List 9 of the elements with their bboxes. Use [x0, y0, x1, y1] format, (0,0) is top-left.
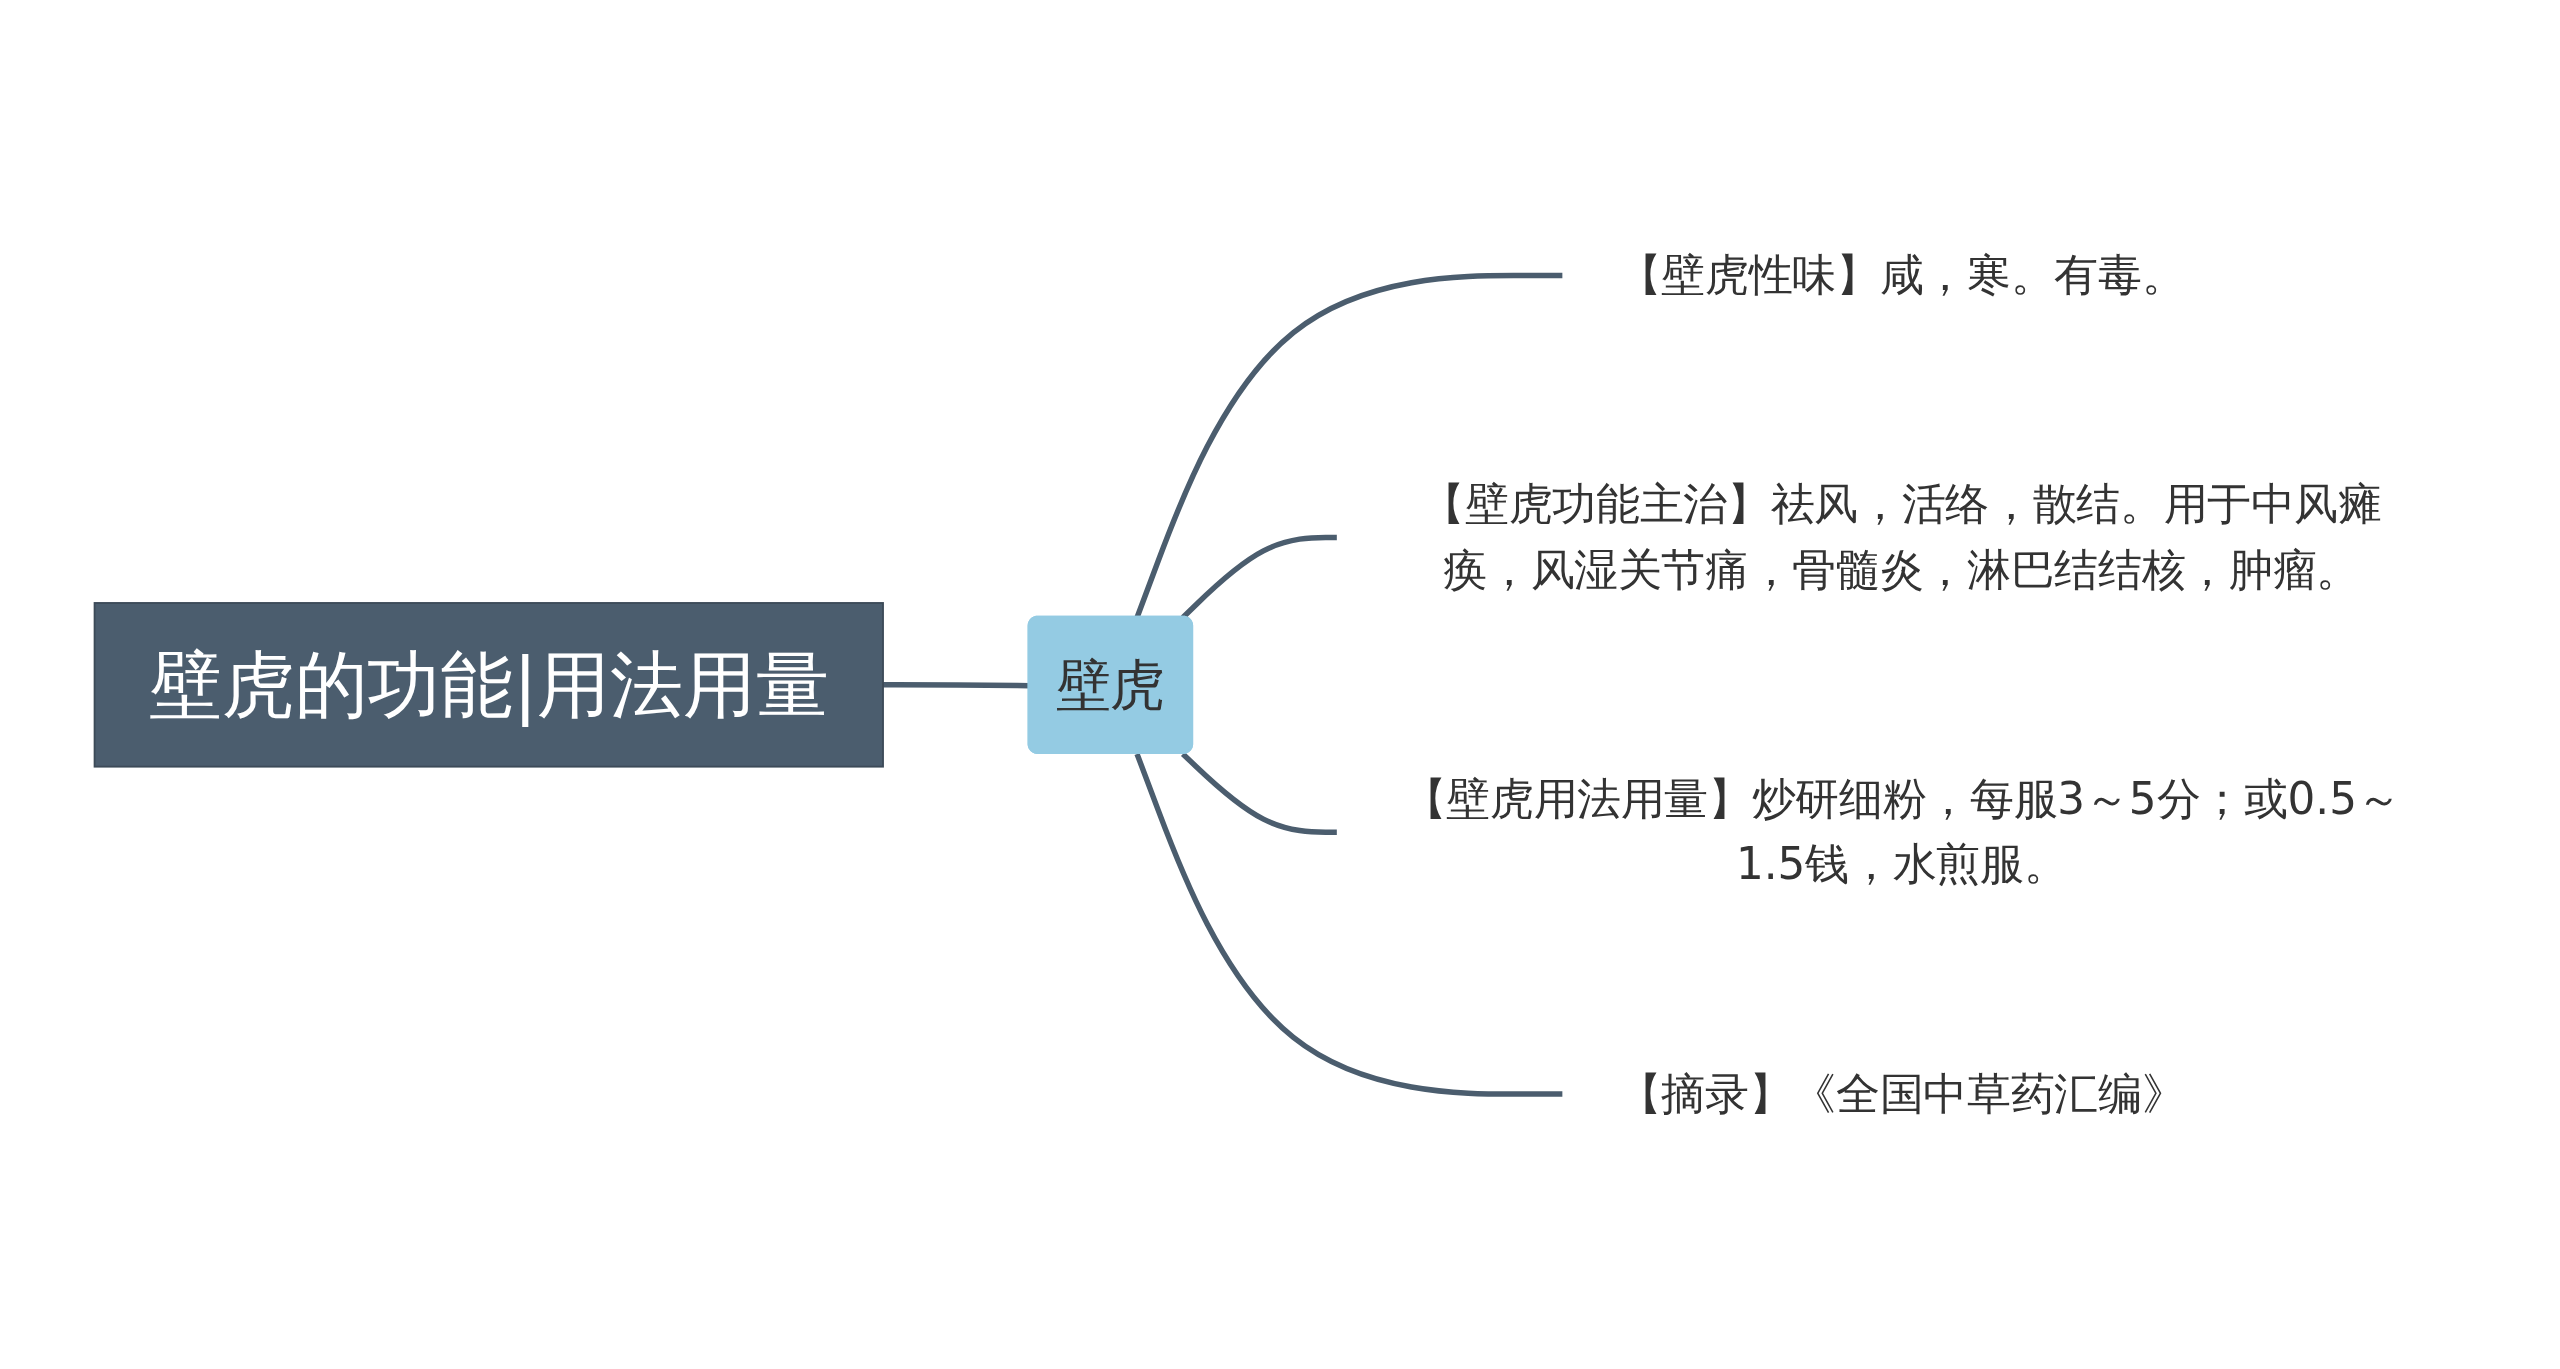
node-box: 壁虎的功能|用法用量 — [93, 601, 884, 768]
node-text: 【壁虎用法用量】炒研细粉，每服3～5分；或0.5～1.5钱，水煎服。 — [1402, 773, 2401, 891]
connector — [1180, 751, 1338, 835]
node-text: 【摘录】《全国中草药汇编》 — [1617, 1068, 2186, 1120]
connector — [1134, 752, 1564, 1097]
node-text: 【壁虎功能主治】祛风，活络，散结。用于中风瘫痪，风湿关节痛，骨髓炎，淋巴结结核，肿瘤。 — [1421, 478, 2382, 596]
connector — [1134, 272, 1564, 619]
connector — [883, 681, 1030, 689]
node-text: 【壁虎性味】咸，寒。有毒。 — [1617, 249, 2186, 301]
